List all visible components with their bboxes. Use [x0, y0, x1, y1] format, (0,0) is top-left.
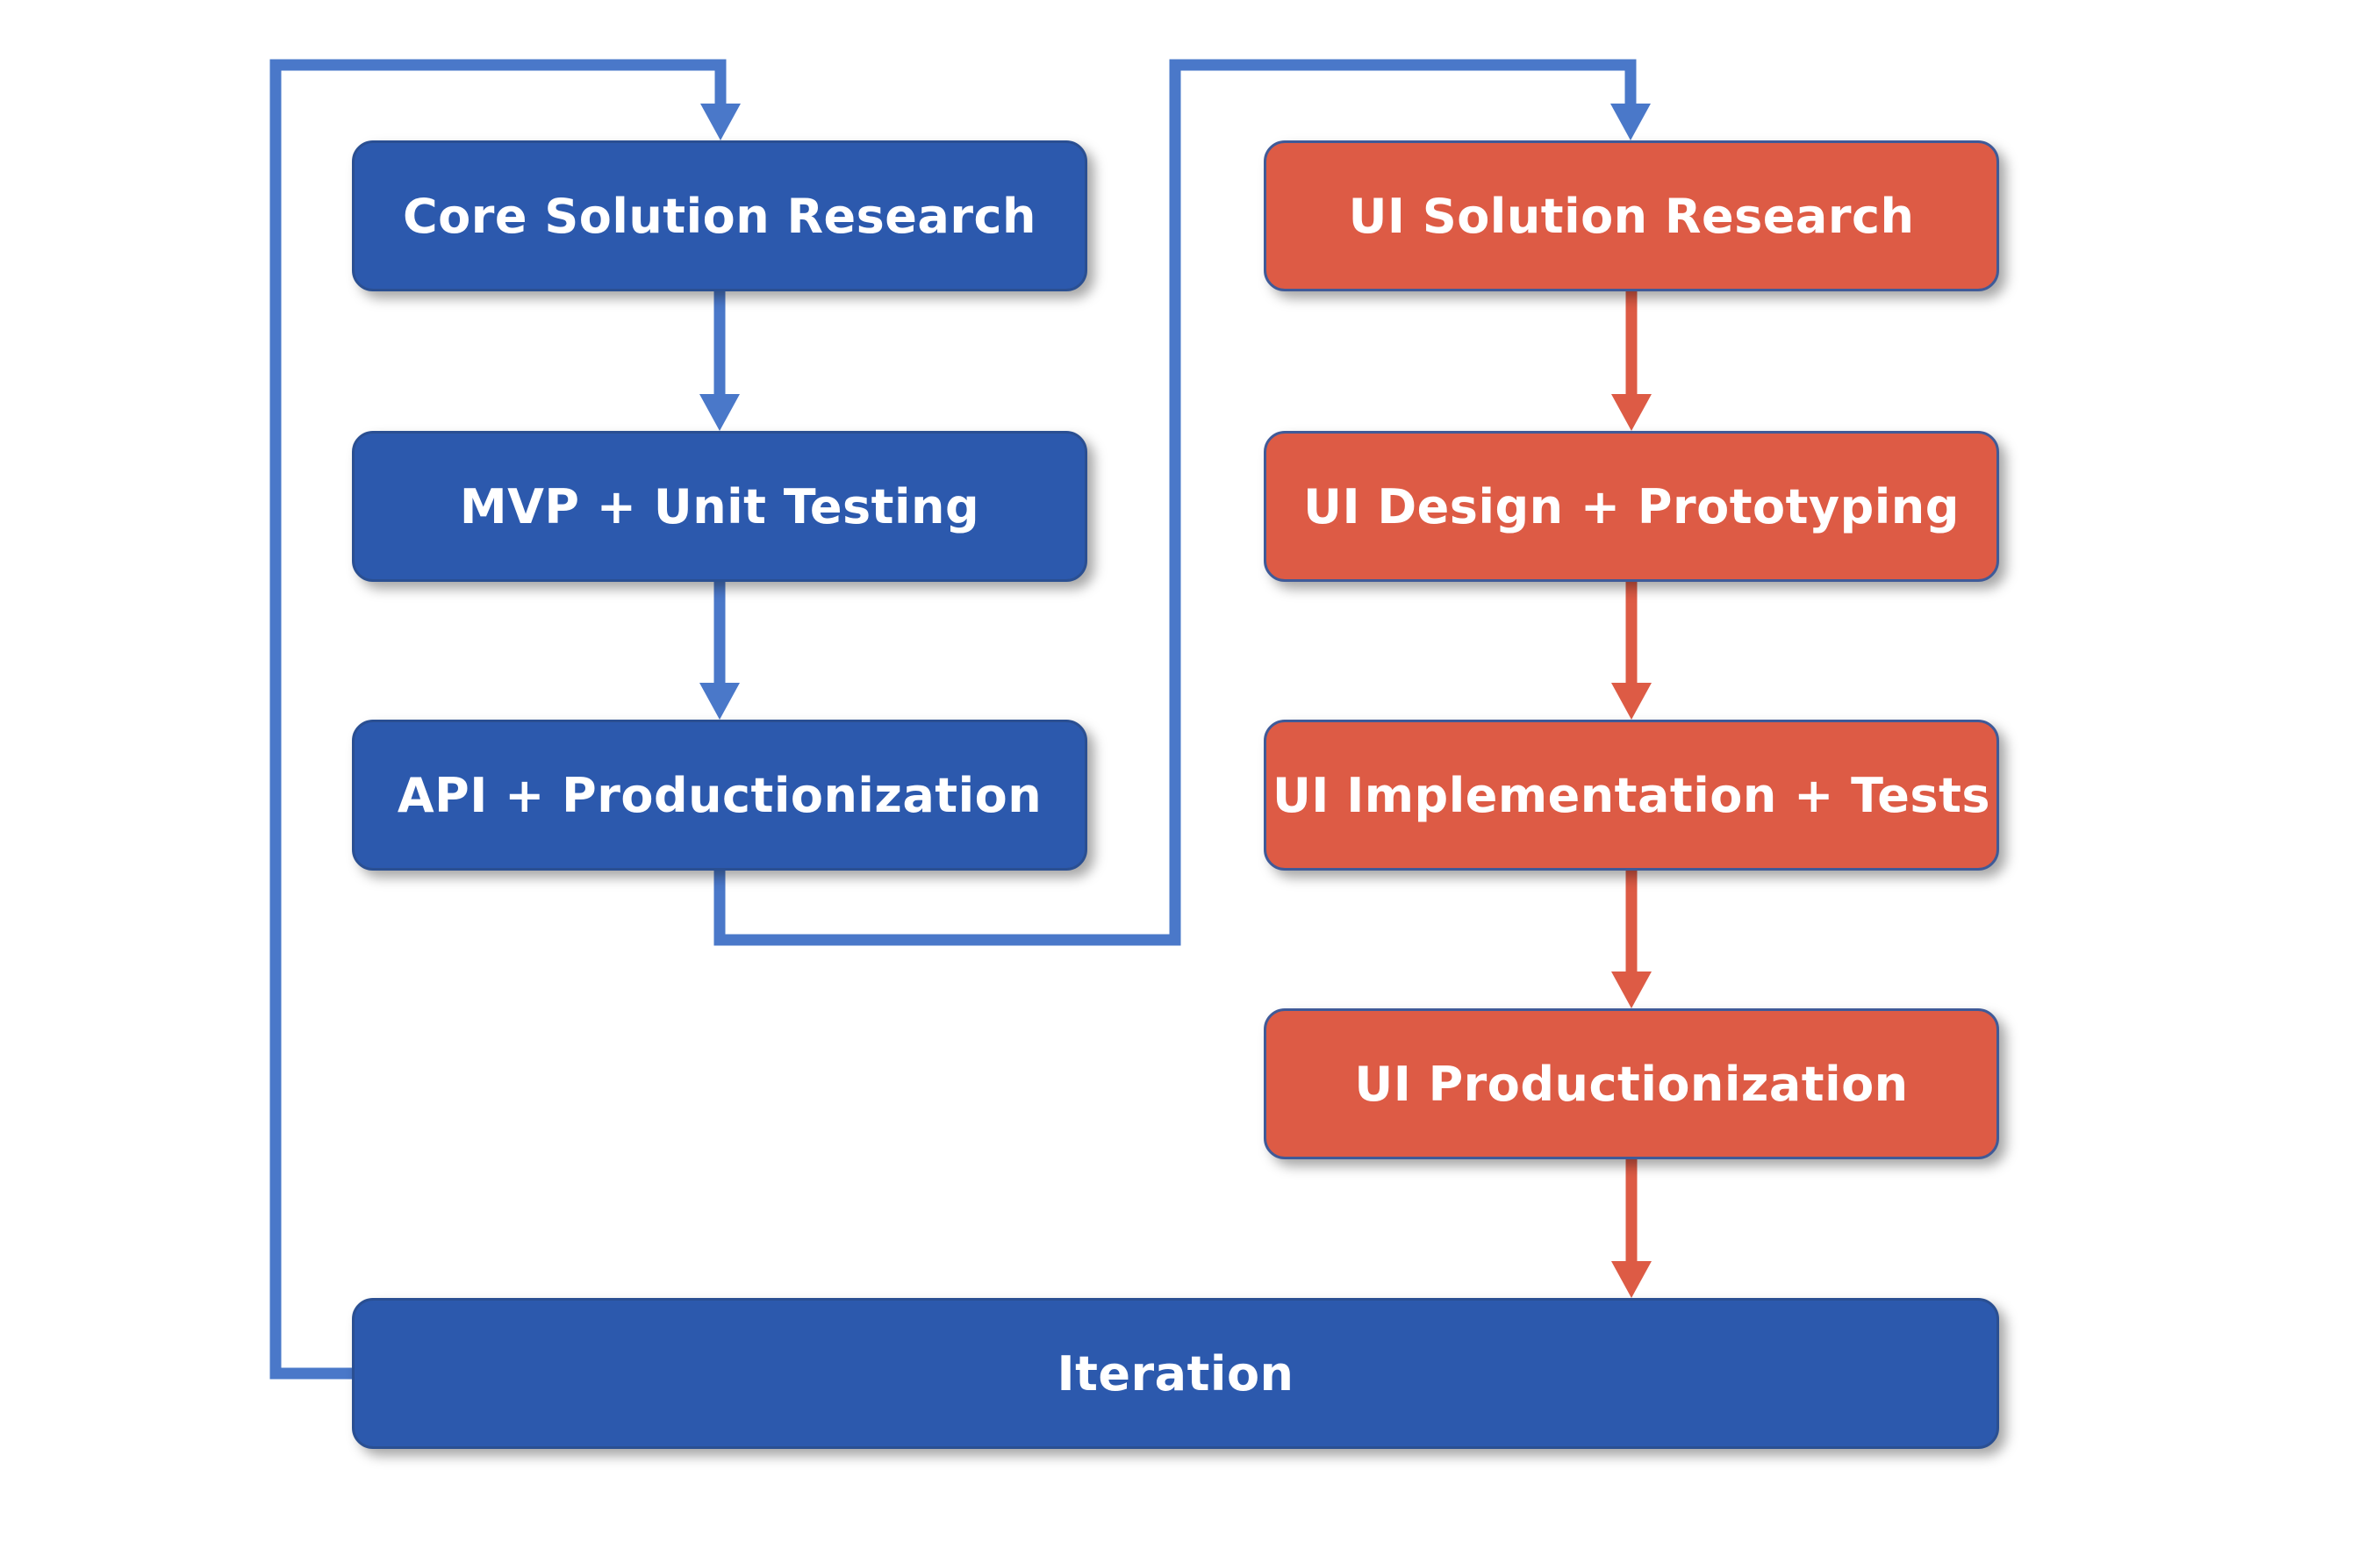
arrowhead-into-ui-implementation: [1611, 683, 1652, 720]
node-api-productionization-label: API + Productionization: [397, 767, 1043, 823]
node-core-solution-research-label: Core Solution Research: [403, 188, 1036, 244]
arrowhead-into-mvp: [699, 394, 740, 431]
edge-iteration-to-core-line: [269, 59, 727, 1380]
arrowhead-into-core-research: [700, 104, 741, 140]
node-ui-implementation-tests-label: UI Implementation + Tests: [1272, 767, 1991, 823]
node-ui-implementation-tests: UI Implementation + Tests: [1264, 720, 1999, 871]
arrowhead-into-ui-productionization: [1611, 971, 1652, 1008]
edge-api-to-ui-research-line: [713, 59, 1637, 946]
node-ui-solution-research-label: UI Solution Research: [1348, 188, 1915, 244]
node-iteration-label: Iteration: [1057, 1345, 1294, 1402]
node-ui-solution-research: UI Solution Research: [1264, 140, 1999, 291]
node-mvp-unit-testing: MVP + Unit Testing: [352, 431, 1087, 582]
arrowhead-into-iteration: [1611, 1261, 1652, 1298]
node-ui-design-prototyping-label: UI Design + Prototyping: [1303, 478, 1960, 534]
node-ui-design-prototyping: UI Design + Prototyping: [1264, 431, 1999, 582]
node-mvp-unit-testing-label: MVP + Unit Testing: [459, 478, 980, 534]
node-ui-productionization: UI Productionization: [1264, 1008, 1999, 1159]
node-api-productionization: API + Productionization: [352, 720, 1087, 871]
node-ui-productionization-label: UI Productionization: [1354, 1056, 1909, 1112]
node-core-solution-research: Core Solution Research: [352, 140, 1087, 291]
arrowhead-into-ui-research: [1610, 104, 1651, 140]
arrowhead-into-api: [699, 683, 740, 720]
arrowhead-into-ui-design: [1611, 394, 1652, 431]
node-iteration: Iteration: [352, 1298, 1999, 1449]
